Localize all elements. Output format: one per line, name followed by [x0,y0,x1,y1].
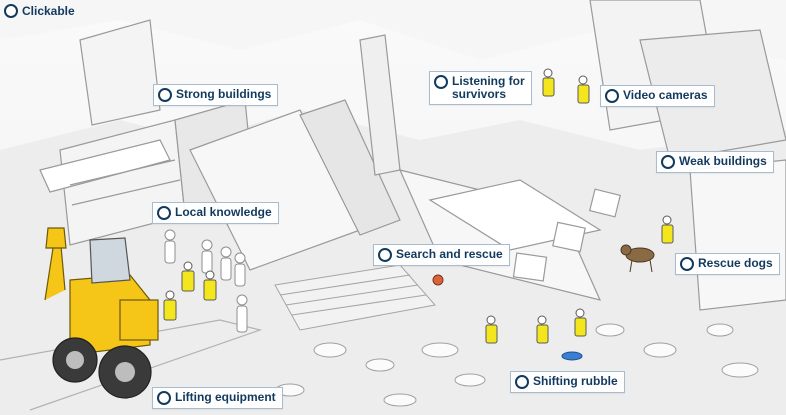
hotspot-video-cameras[interactable]: Video cameras [600,85,715,107]
circle-outline-icon [4,4,18,18]
hotspot-label: Lifting equipment [175,390,276,404]
hotspot-weak-buildings[interactable]: Weak buildings [656,151,774,173]
hotspot-label: Local knowledge [175,205,272,219]
hotspot-shifting-rubble[interactable]: Shifting rubble [510,371,625,393]
hotspot-label: Search and rescue [396,247,503,261]
hotspot-search-and-rescue[interactable]: Search and rescue [373,244,510,266]
collapsed-slabs [189,34,622,301]
circle-outline-icon [158,88,172,102]
rescue-dog [620,244,655,273]
rescue-workers [163,68,674,344]
circle-outline-icon [157,206,171,220]
hotspot-rescue-dogs[interactable]: Rescue dogs [675,253,780,275]
stretcher [561,351,583,361]
circle-outline-icon [157,391,171,405]
circle-outline-icon [378,248,392,262]
trapped-person [432,274,444,286]
local-people [164,229,248,333]
digger-vehicle [44,227,159,399]
brick-wall [274,264,436,331]
hotspot-label: Strong buildings [176,87,272,101]
clickable-legend: Clickable [4,4,75,18]
hotspot-label: Rescue dogs [698,256,773,270]
hotspot-label: Video cameras [623,88,708,102]
rubble-pieces [275,323,759,407]
circle-outline-icon [605,89,619,103]
hotspot-label: Listening for survivors [452,74,525,101]
hotspot-strong-buildings[interactable]: Strong buildings [153,84,279,106]
hotspot-label: Weak buildings [679,154,767,168]
circle-outline-icon [515,375,529,389]
hotspot-lifting-equipment[interactable]: Lifting equipment [152,387,283,409]
circle-outline-icon [680,257,694,271]
hotspot-local-knowledge[interactable]: Local knowledge [152,202,279,224]
circle-outline-icon [661,155,675,169]
legend-label: Clickable [22,4,75,18]
circle-outline-icon [434,75,448,89]
hotspot-listening-for-survivors[interactable]: Listening for survivors [429,71,532,105]
hotspot-label: Shifting rubble [533,374,618,388]
